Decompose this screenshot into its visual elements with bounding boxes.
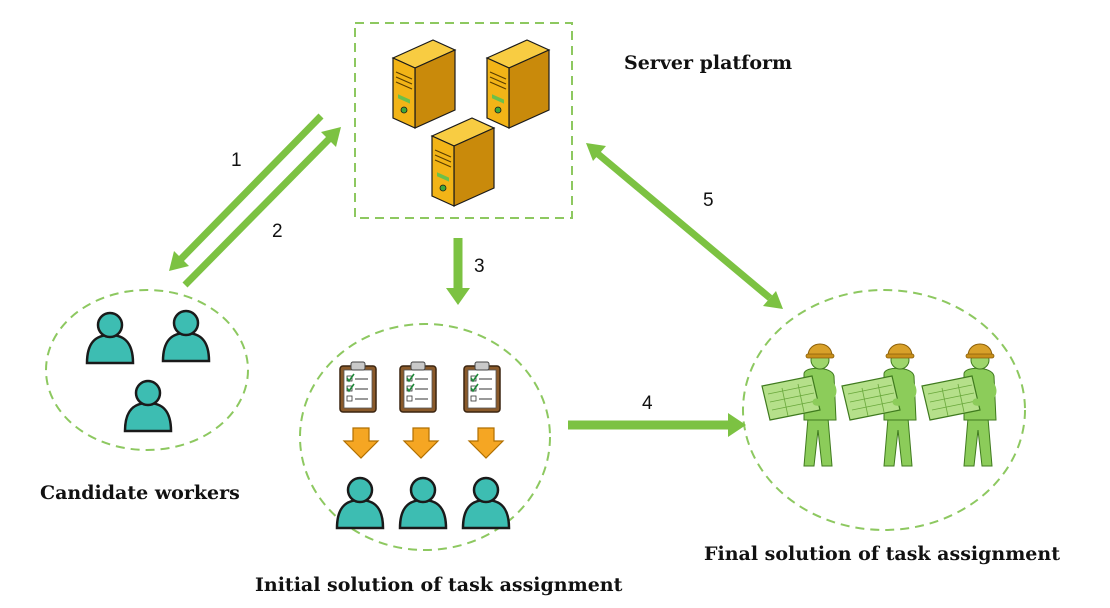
down-arrow-icon <box>468 427 504 459</box>
person-icon <box>123 379 173 433</box>
step-4-label: 4 <box>642 393 653 414</box>
person-icon <box>85 311 135 365</box>
clipboard-icon <box>463 361 501 413</box>
candidate-workers-group <box>45 289 249 451</box>
server-icon <box>486 39 550 129</box>
initial-solution-group <box>299 323 551 551</box>
arrow-5 <box>586 143 783 309</box>
initial-solution-label: Initial solution of task assignment <box>255 574 623 596</box>
arrow-3 <box>446 238 470 305</box>
server-platform-label: Server platform <box>624 52 793 74</box>
server-icon <box>431 117 495 207</box>
step-1-label: 1 <box>231 150 242 171</box>
person-icon <box>461 476 511 530</box>
arrow-2 <box>182 127 341 288</box>
worker-with-blueprint-icon <box>842 344 916 466</box>
person-icon <box>335 476 385 530</box>
clipboard-icon <box>399 361 437 413</box>
final-solution-group <box>742 289 1026 531</box>
worker-with-blueprint-icon <box>762 344 836 466</box>
server-platform-box <box>354 22 573 219</box>
worker-with-blueprint-icon <box>922 344 996 466</box>
server-icon <box>392 39 456 129</box>
down-arrow-icon <box>403 427 439 459</box>
final-solution-label: Final solution of task assignment <box>704 543 1060 565</box>
clipboard-icon <box>339 361 377 413</box>
person-icon <box>398 476 448 530</box>
step-5-label: 5 <box>703 190 714 211</box>
step-3-label: 3 <box>474 256 485 277</box>
arrow-1 <box>169 113 324 271</box>
arrow-4 <box>568 413 746 437</box>
person-icon <box>161 309 211 363</box>
candidate-workers-label: Candidate workers <box>40 482 240 504</box>
step-2-label: 2 <box>272 221 283 242</box>
down-arrow-icon <box>343 427 379 459</box>
